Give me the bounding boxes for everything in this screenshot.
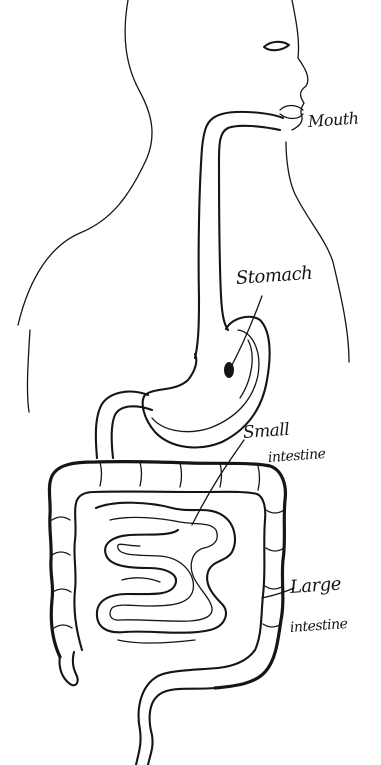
head-back-outline	[18, 0, 152, 325]
face-profile-outline	[292, 0, 308, 130]
colon-haustra	[52, 462, 284, 628]
colon-inner-wall	[74, 492, 265, 668]
esophagus	[195, 112, 283, 358]
small-intestine	[96, 503, 235, 643]
esophagus-inner-wall	[219, 126, 280, 330]
stomach-inner-fold	[152, 330, 259, 432]
body-side-outline	[27, 330, 30, 412]
small-intestine-coil-outer	[96, 503, 235, 633]
eye-icon	[264, 42, 289, 50]
appendix	[59, 652, 77, 685]
neck-front-outline	[286, 142, 349, 362]
small-intestine-label-line1: Small	[242, 420, 290, 443]
face-details	[264, 42, 303, 119]
duodenum-inner	[112, 406, 152, 458]
duodenum-outer	[96, 392, 148, 458]
large-intestine-label-line1: Large	[289, 573, 341, 598]
mouth-label: Mouth	[307, 108, 359, 130]
stomach-fold-2	[240, 340, 252, 398]
colon-outer-wall	[49, 462, 285, 688]
esophagus-outer-wall	[195, 112, 283, 358]
body-outline	[18, 0, 349, 412]
lips-icon	[280, 106, 303, 119]
rectum	[136, 668, 218, 765]
